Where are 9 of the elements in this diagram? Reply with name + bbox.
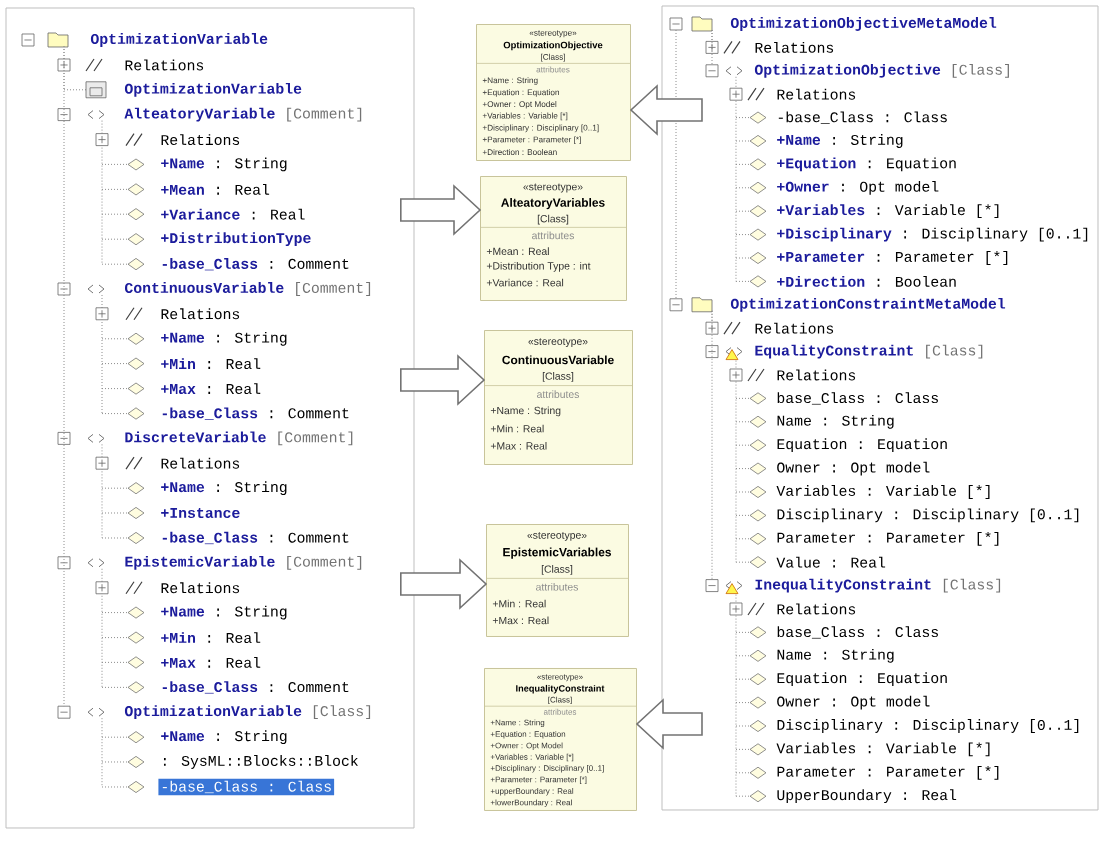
tree-connector-line [63, 45, 65, 707]
block-arrow [400, 558, 488, 610]
block-arrow [400, 184, 482, 236]
tree-connector-line [711, 29, 713, 66]
tree-connector-line [675, 29, 677, 300]
block-arrow [629, 84, 703, 136]
block-arrow [400, 354, 486, 406]
block-arrow [635, 698, 703, 750]
tree-connector-line [711, 310, 713, 581]
